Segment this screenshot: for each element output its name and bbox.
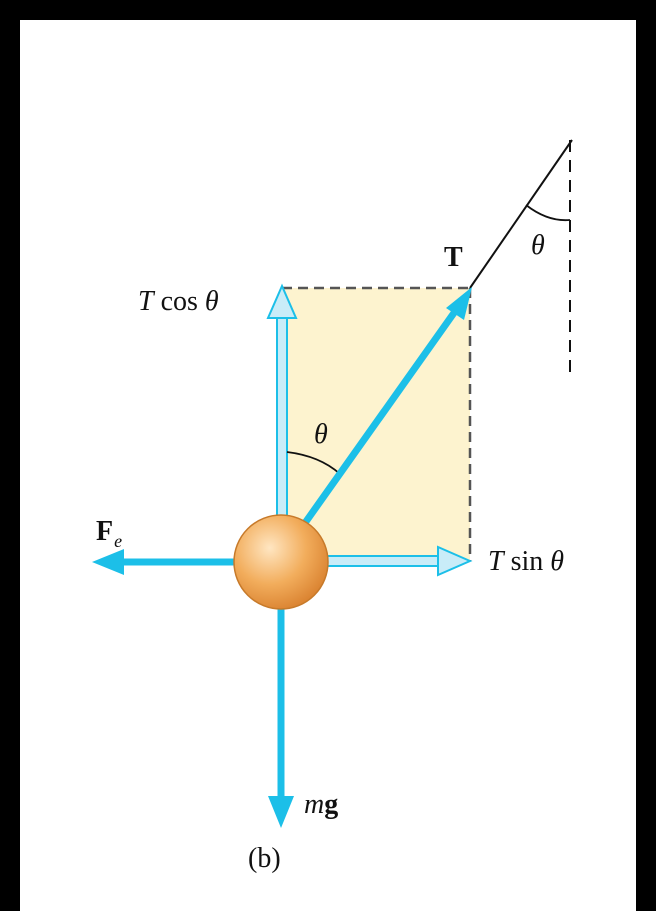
panel-label: (b) <box>248 843 281 874</box>
t-sin-theta-label: T sin θ <box>488 548 564 576</box>
electric-force-arrowhead <box>92 549 124 575</box>
t-sin-T: T <box>488 546 504 577</box>
tension-arrow-shaft <box>297 307 459 533</box>
theta-label-ball: θ <box>314 419 328 450</box>
horizontal-component-shaft <box>319 555 443 567</box>
string <box>469 139 573 289</box>
tension-label: T <box>444 242 463 273</box>
t-cos-fn: cos <box>160 286 198 317</box>
electric-force-label: Fe <box>96 516 122 551</box>
weight-label: mg <box>304 791 338 819</box>
t-sin-theta: θ <box>550 546 565 577</box>
weight-arrowhead <box>268 796 294 828</box>
theta-label-pivot: θ <box>531 230 545 261</box>
theta-arc-ball <box>286 451 341 475</box>
charged-sphere <box>233 514 329 610</box>
tension-arrowhead <box>446 287 472 320</box>
vertical-component-shaft <box>276 311 288 541</box>
weight-g: g <box>324 789 339 820</box>
vertical-component-arrowhead <box>266 283 298 319</box>
electric-force-F: F <box>96 516 114 547</box>
horizontal-component-arrowhead <box>437 545 473 577</box>
t-sin-fn: sin <box>510 546 544 577</box>
weight-m: m <box>304 789 325 820</box>
t-cos-theta: θ <box>204 286 219 317</box>
t-cos-T: T <box>138 286 154 317</box>
t-cos-theta-label: T cos θ <box>138 288 219 316</box>
theta-arc-pivot <box>525 204 571 222</box>
electric-force-subscript: e <box>114 531 123 551</box>
